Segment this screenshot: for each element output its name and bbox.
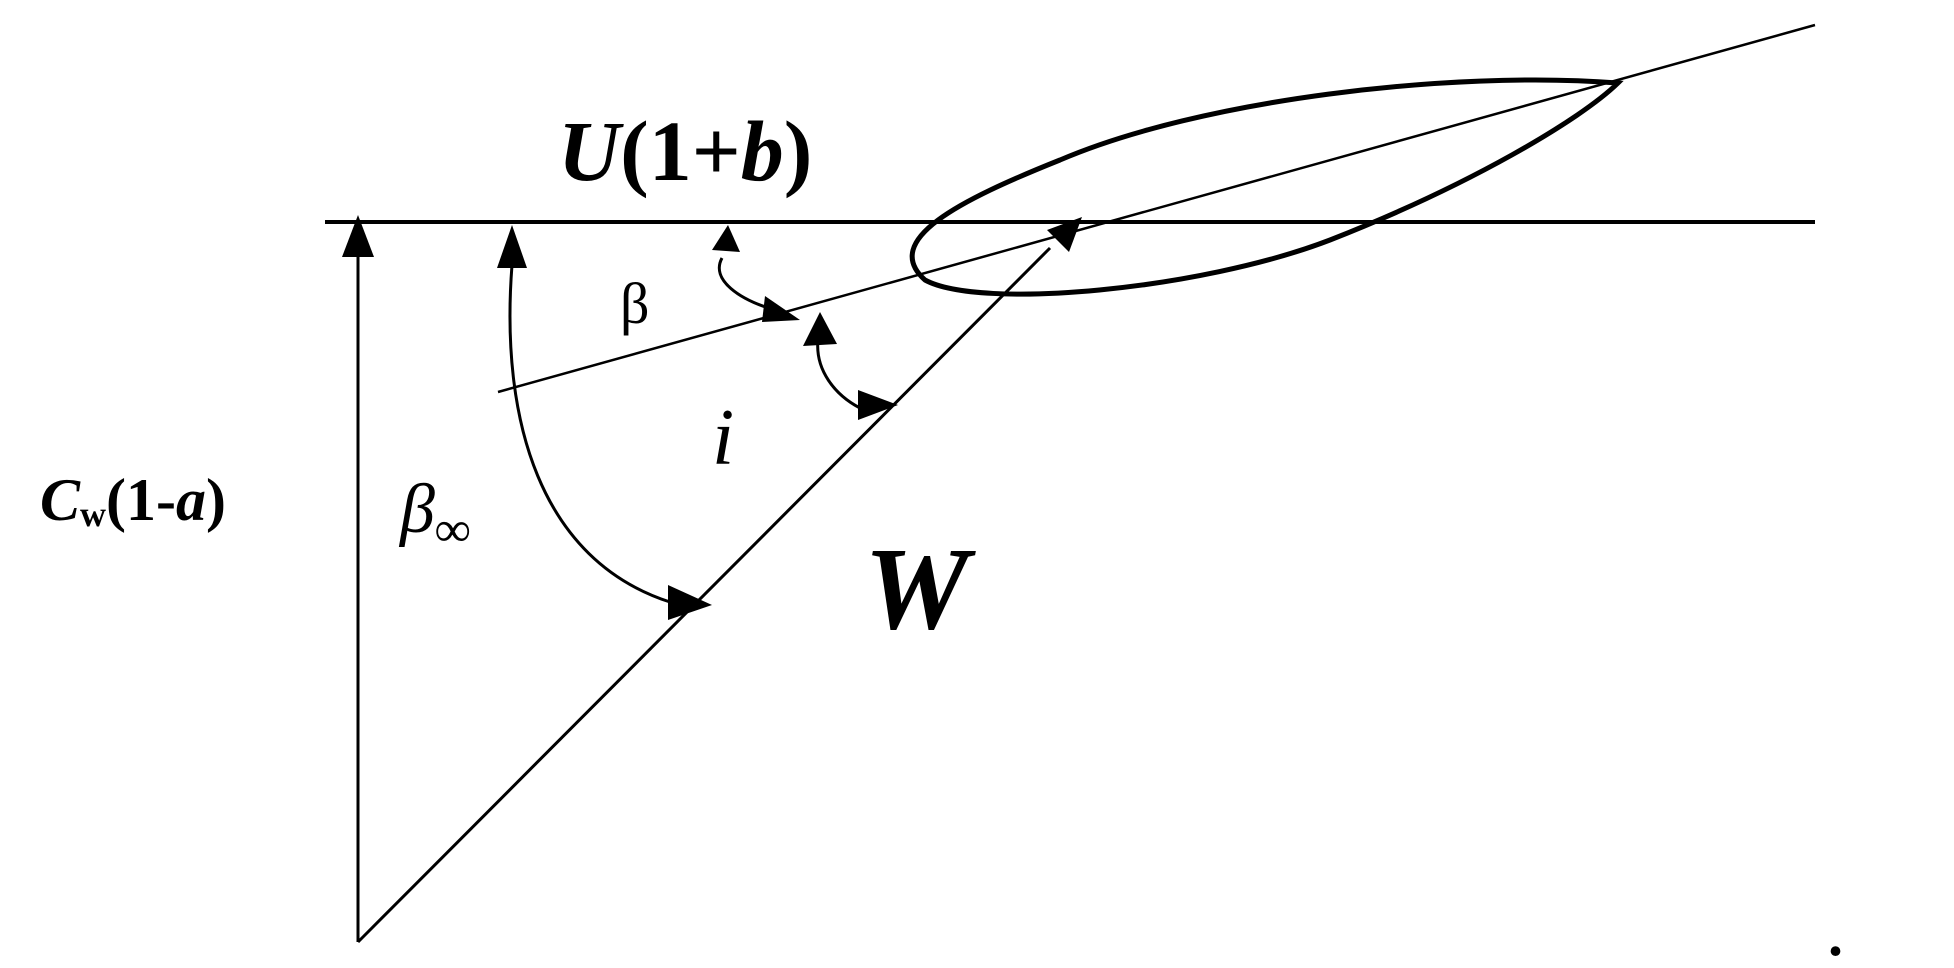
beta-inf-subscript: ∞ bbox=[434, 501, 471, 557]
axial-velocity-close: ) bbox=[206, 467, 226, 533]
incidence-arc-arrowhead-bottom bbox=[858, 390, 898, 420]
chord-line bbox=[497, 23, 1816, 394]
airfoil-profile bbox=[909, 77, 1624, 297]
beta-inf-label: β∞ bbox=[400, 475, 471, 557]
tangential-velocity-close: ) bbox=[783, 103, 813, 199]
beta-text: β bbox=[620, 271, 650, 336]
beta-arc-arrowhead-top bbox=[712, 225, 740, 252]
axial-velocity-var: a bbox=[176, 467, 206, 533]
tangential-velocity-var: b bbox=[740, 103, 784, 199]
tangential-velocity-open: (1+ bbox=[620, 103, 741, 199]
incidence-arc bbox=[816, 339, 861, 410]
relative-velocity-label: W bbox=[864, 530, 969, 648]
axial-velocity-open: (1- bbox=[106, 467, 176, 533]
beta-label: β bbox=[620, 275, 650, 333]
trailing-dot-text: . bbox=[1828, 902, 1843, 968]
beta-inf-arc bbox=[508, 264, 671, 604]
beta-inf-arc-arrowhead-bottom bbox=[668, 585, 712, 620]
axial-velocity-subscript: w bbox=[80, 494, 107, 534]
beta-inf-arc-arrowhead-top bbox=[497, 225, 527, 268]
axial-velocity-arrowhead bbox=[342, 215, 374, 257]
trailing-dot: . bbox=[1828, 905, 1843, 965]
incidence-arc-arrowhead-top bbox=[803, 312, 837, 346]
tangential-velocity-label: U(1+b) bbox=[558, 108, 812, 194]
relative-velocity-vector bbox=[356, 246, 1052, 944]
relative-velocity-text: W bbox=[864, 523, 969, 654]
axial-velocity-label: Cw(1-a) bbox=[40, 470, 226, 532]
axial-velocity-symbol: C bbox=[40, 467, 81, 533]
tangential-velocity-symbol: U bbox=[558, 103, 621, 199]
incidence-text: i bbox=[712, 394, 735, 482]
beta-inf-symbol: β bbox=[400, 471, 435, 548]
beta-arc-arrowhead-bottom bbox=[762, 296, 800, 322]
incidence-label: i bbox=[712, 398, 734, 478]
